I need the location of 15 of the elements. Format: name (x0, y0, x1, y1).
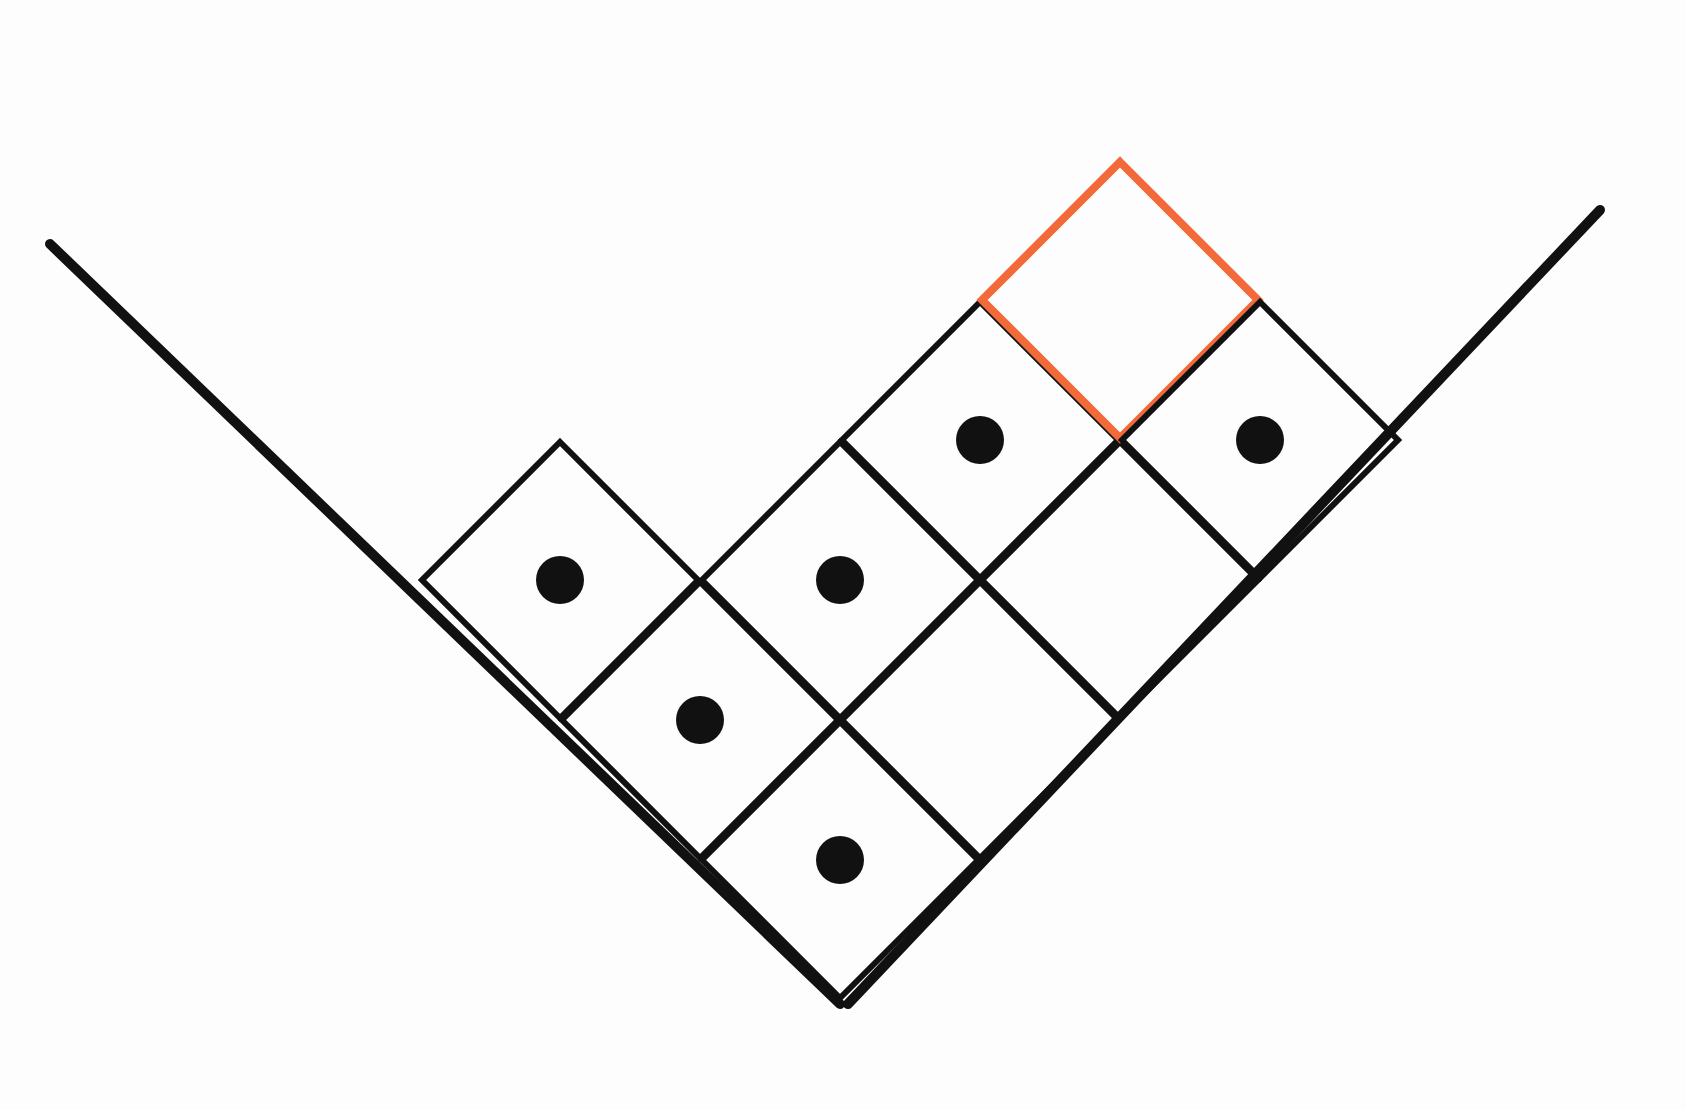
dot (1236, 416, 1284, 464)
grid-cell (1120, 300, 1400, 580)
grid-cell (560, 580, 840, 860)
grid-cell (980, 440, 1260, 720)
highlighted-cell (980, 160, 1260, 440)
dot (816, 836, 864, 884)
dot (956, 416, 1004, 464)
dot (676, 696, 724, 744)
grid-cell (420, 440, 700, 720)
dot (816, 556, 864, 604)
grid-cell (840, 300, 1120, 580)
grid-cell (700, 720, 980, 1000)
grid-cell (840, 580, 1120, 860)
grid-cell (700, 440, 980, 720)
dot (536, 556, 584, 604)
